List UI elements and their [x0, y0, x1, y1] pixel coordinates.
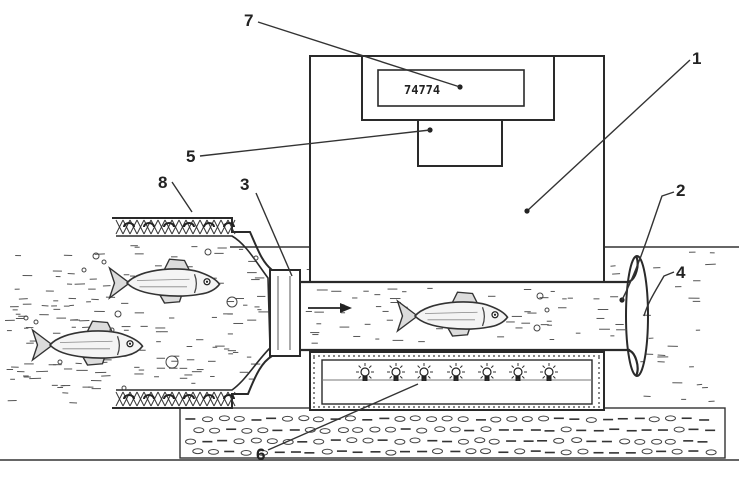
light-strip [309, 351, 605, 411]
fish-outside-upper [108, 258, 221, 304]
label-6: 6 [256, 445, 265, 464]
inlet-funnel [112, 217, 301, 409]
lamp-bulb [540, 363, 558, 381]
counter-display-reading: 74774 [404, 83, 440, 97]
leader-lines [171, 21, 691, 451]
label-7: 7 [244, 11, 253, 30]
air-bubbles [23, 248, 550, 391]
counter-display-unit: 74774 [361, 55, 555, 121]
protective-sleeve [115, 219, 236, 407]
label-4: 4 [676, 263, 686, 282]
lamp-bulb [447, 363, 465, 381]
lamp-bulb [478, 363, 496, 381]
lamp-bulb [387, 363, 405, 381]
label-3: 3 [240, 175, 249, 194]
flow-direction-arrow [308, 303, 352, 313]
label-8: 8 [158, 173, 167, 192]
label-1: 1 [692, 49, 701, 68]
lamp-bulb [415, 363, 433, 381]
fish-outside-lower [31, 320, 144, 366]
camera [417, 119, 503, 167]
transparent-pipe [300, 255, 649, 377]
callout-labels: 7 1 5 8 3 2 4 6 [158, 11, 701, 464]
lamp-bulb [509, 363, 527, 381]
riverbed [179, 407, 726, 459]
label-5: 5 [186, 147, 195, 166]
lamp-bulb [356, 363, 374, 381]
label-2: 2 [676, 181, 685, 200]
